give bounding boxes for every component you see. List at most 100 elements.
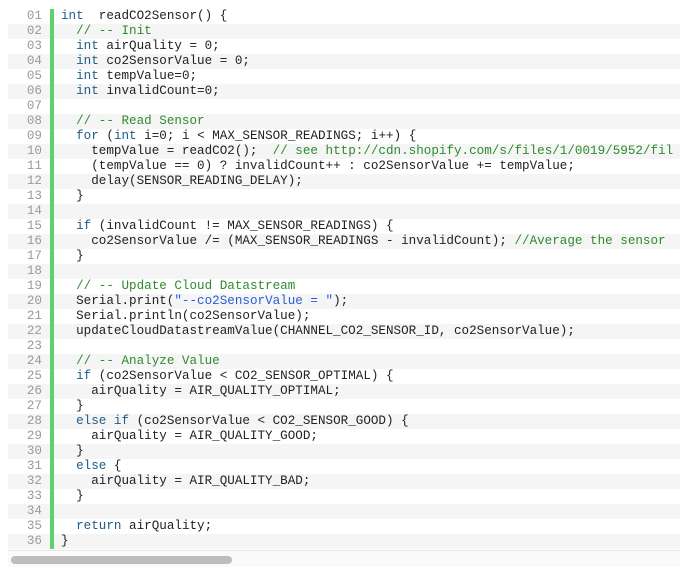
code-token: (tempValue == 0) ? invalidCount++ : co2S… [61, 159, 575, 173]
line-number: 06 [26, 84, 42, 98]
line-number: 32 [26, 474, 42, 488]
code-token: Serial.println(co2SensorValue); [61, 309, 311, 323]
code-line[interactable]: 27 } [8, 399, 680, 414]
code-line[interactable]: 22 updateCloudDatastreamValue(CHANNEL_CO… [8, 324, 680, 339]
code-text: tempValue = readCO2(); // see http://cdn… [61, 144, 673, 159]
line-number: 25 [26, 369, 42, 383]
code-line[interactable]: 03 int airQuality = 0; [8, 39, 680, 54]
code-token [61, 219, 76, 233]
code-line[interactable]: 13 } [8, 189, 680, 204]
code-text: // -- Update Cloud Datastream [61, 279, 295, 294]
change-indicator-bar [50, 24, 54, 39]
code-line[interactable]: 30 } [8, 444, 680, 459]
code-text: updateCloudDatastreamValue(CHANNEL_CO2_S… [61, 324, 575, 339]
change-indicator-bar [50, 54, 54, 69]
code-text: else if (co2SensorValue < CO2_SENSOR_GOO… [61, 414, 409, 429]
code-text: } [61, 189, 84, 204]
keyword-token: int [76, 69, 99, 83]
change-indicator-bar [50, 414, 54, 429]
line-number: 11 [26, 159, 42, 173]
keyword-token: if [76, 369, 92, 383]
code-token: (co2SensorValue < CO2_SENSOR_GOOD) { [129, 414, 409, 428]
code-text: int airQuality = 0; [61, 39, 220, 54]
code-line[interactable]: 06 int invalidCount=0; [8, 84, 680, 99]
code-text: int co2SensorValue = 0; [61, 54, 250, 69]
code-token: airQuality = AIR_QUALITY_BAD; [61, 474, 311, 488]
code-text: } [61, 444, 84, 459]
code-line[interactable]: 36} [8, 534, 680, 549]
code-line[interactable]: 29 airQuality = AIR_QUALITY_GOOD; [8, 429, 680, 444]
code-line[interactable]: 05 int tempValue=0; [8, 69, 680, 84]
line-number: 27 [26, 399, 42, 413]
code-token [61, 54, 76, 68]
code-line[interactable]: 18 [8, 264, 680, 279]
code-line[interactable]: 17 } [8, 249, 680, 264]
code-line[interactable]: 23 [8, 339, 680, 354]
code-text: (tempValue == 0) ? invalidCount++ : co2S… [61, 159, 575, 174]
code-line[interactable]: 02 // -- Init [8, 24, 680, 39]
code-text: int readCO2Sensor() { [61, 9, 227, 24]
change-indicator-bar [50, 174, 54, 189]
line-number: 31 [26, 459, 42, 473]
code-line[interactable]: 11 (tempValue == 0) ? invalidCount++ : c… [8, 159, 680, 174]
line-number: 16 [26, 234, 42, 248]
comment-token: //Average the sensor [514, 234, 666, 248]
code-token: co2SensorValue /= (MAX_SENSOR_READINGS -… [61, 234, 515, 248]
horizontal-scrollbar[interactable] [8, 550, 680, 567]
keyword-token: int [76, 54, 99, 68]
code-token: updateCloudDatastreamValue(CHANNEL_CO2_S… [61, 324, 575, 338]
code-line[interactable]: 07 [8, 99, 680, 114]
code-line[interactable]: 08 // -- Read Sensor [8, 114, 680, 129]
code-text: } [61, 399, 84, 414]
code-token [61, 369, 76, 383]
code-line[interactable]: 09 for (int i=0; i < MAX_SENSOR_READINGS… [8, 129, 680, 144]
code-line[interactable]: 16 co2SensorValue /= (MAX_SENSOR_READING… [8, 234, 680, 249]
line-number: 33 [26, 489, 42, 503]
change-indicator-bar [50, 444, 54, 459]
change-indicator-bar [50, 114, 54, 129]
change-indicator-bar [50, 234, 54, 249]
change-indicator-bar [50, 159, 54, 174]
line-number: 15 [26, 219, 42, 233]
change-indicator-bar [50, 279, 54, 294]
keyword-token: int [76, 84, 99, 98]
line-number: 14 [26, 204, 42, 218]
keyword-token: for [76, 129, 99, 143]
code-line[interactable]: 04 int co2SensorValue = 0; [8, 54, 680, 69]
code-line[interactable]: 14 [8, 204, 680, 219]
comment-token: // -- Analyze Value [76, 354, 220, 368]
code-line[interactable]: 10 tempValue = readCO2(); // see http://… [8, 144, 680, 159]
code-line[interactable]: 25 if (co2SensorValue < CO2_SENSOR_OPTIM… [8, 369, 680, 384]
code-text: } [61, 249, 84, 264]
change-indicator-bar [50, 9, 54, 24]
code-token: } [61, 189, 84, 203]
code-line[interactable]: 34 [8, 504, 680, 519]
code-line[interactable]: 24 // -- Analyze Value [8, 354, 680, 369]
code-line[interactable]: 33 } [8, 489, 680, 504]
code-token: (invalidCount != MAX_SENSOR_READINGS) { [91, 219, 394, 233]
code-line[interactable]: 21 Serial.println(co2SensorValue); [8, 309, 680, 324]
change-indicator-bar [50, 189, 54, 204]
code-token [61, 354, 76, 368]
line-number: 20 [26, 294, 42, 308]
line-number: 35 [26, 519, 42, 533]
code-line[interactable]: 26 airQuality = AIR_QUALITY_OPTIMAL; [8, 384, 680, 399]
code-line[interactable]: 31 else { [8, 459, 680, 474]
change-indicator-bar [50, 129, 54, 144]
code-line[interactable]: 32 airQuality = AIR_QUALITY_BAD; [8, 474, 680, 489]
line-number: 18 [26, 264, 42, 278]
code-line[interactable]: 19 // -- Update Cloud Datastream [8, 279, 680, 294]
code-token: } [61, 489, 84, 503]
code-token: co2SensorValue = 0; [98, 54, 250, 68]
code-line[interactable]: 35 return airQuality; [8, 519, 680, 534]
scrollbar-thumb[interactable] [11, 556, 232, 564]
code-line[interactable]: 20 Serial.print("--co2SensorValue = "); [8, 294, 680, 309]
code-line[interactable]: 28 else if (co2SensorValue < CO2_SENSOR_… [8, 414, 680, 429]
code-token: delay(SENSOR_READING_DELAY); [61, 174, 303, 188]
comment-token: // see http://cdn.shopify.com/s/files/1/… [272, 144, 674, 158]
code-line[interactable]: 12 delay(SENSOR_READING_DELAY); [8, 174, 680, 189]
change-indicator-bar [50, 219, 54, 234]
code-line[interactable]: 15 if (invalidCount != MAX_SENSOR_READIN… [8, 219, 680, 234]
